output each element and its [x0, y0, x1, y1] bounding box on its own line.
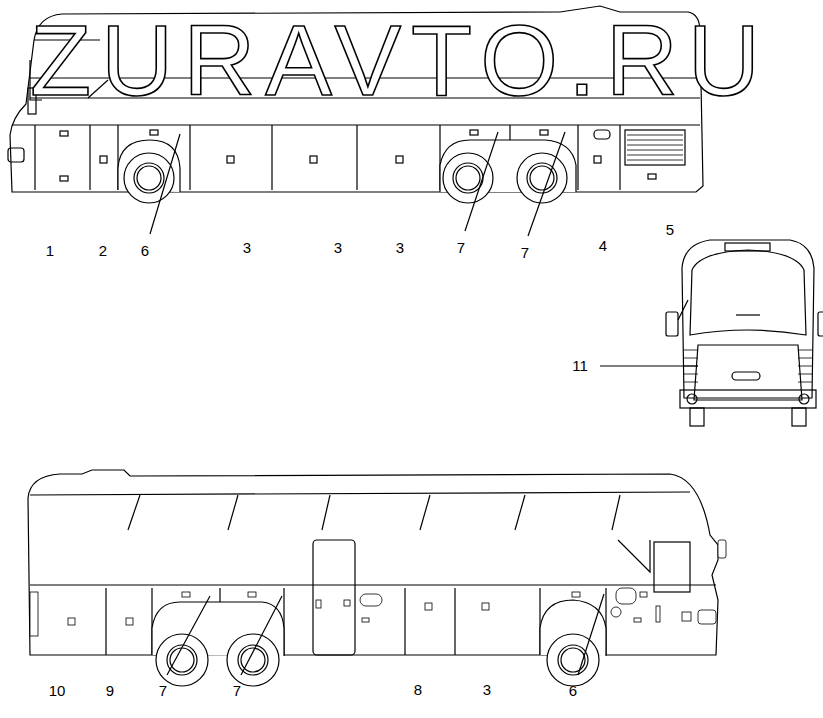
callout-number: 5	[666, 222, 674, 237]
callout-number: 10	[49, 683, 66, 698]
callout-number: 3	[334, 240, 342, 255]
callout-number: 7	[521, 245, 529, 260]
callout-number: 11	[572, 358, 588, 373]
callout-number: 3	[396, 240, 404, 255]
callout-number: 7	[457, 240, 465, 255]
callout-number: 3	[243, 240, 251, 255]
callout-number: 7	[233, 683, 241, 698]
callout-number: 1	[46, 243, 54, 258]
callout-number: 4	[599, 238, 607, 253]
callout-number: 6	[141, 243, 149, 258]
callout-number: 7	[159, 683, 167, 698]
callout-number: 9	[106, 683, 114, 698]
callout-number: 2	[99, 243, 107, 258]
watermark: ZURAVTO.RU	[30, 10, 770, 110]
callout-number: 8	[414, 682, 422, 697]
callout-number: 6	[569, 683, 577, 698]
callout-number: 3	[483, 682, 491, 697]
